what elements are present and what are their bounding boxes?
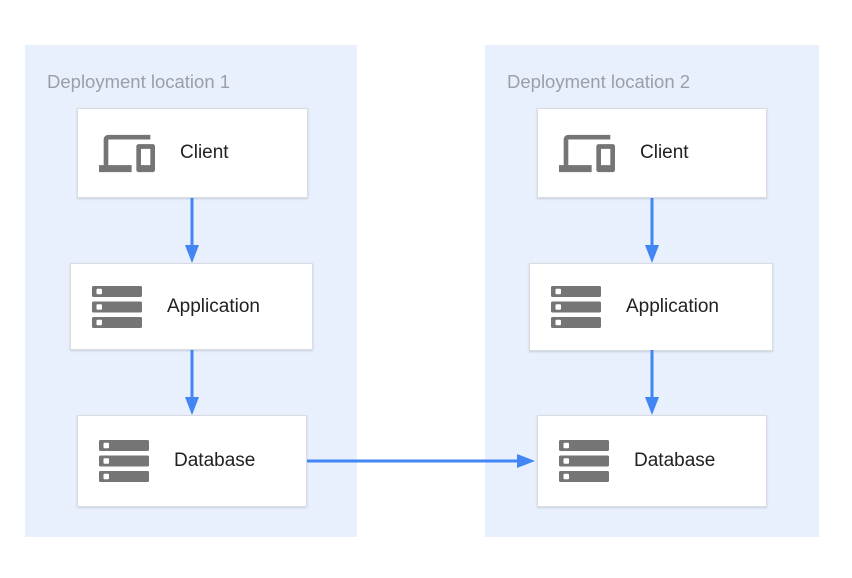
arrow-database1-to-database2 bbox=[307, 454, 535, 468]
node-label: Database bbox=[634, 450, 716, 471]
node-client-1: Client bbox=[77, 108, 308, 198]
node-database-2: Database bbox=[537, 415, 767, 507]
server-icon bbox=[559, 440, 609, 482]
panel-title: Deployment location 1 bbox=[47, 71, 231, 92]
node-application-2: Application bbox=[529, 263, 773, 351]
server-icon bbox=[551, 286, 601, 328]
arrow-client1-to-application1 bbox=[185, 198, 199, 263]
arrow-application2-to-database2 bbox=[645, 350, 659, 415]
node-application-1: Application bbox=[70, 263, 313, 350]
node-database-1: Database bbox=[77, 415, 307, 507]
node-label: Application bbox=[167, 295, 260, 317]
server-icon bbox=[99, 440, 149, 482]
node-label: Client bbox=[640, 142, 689, 163]
node-label: Application bbox=[626, 296, 719, 317]
server-icon bbox=[92, 285, 142, 328]
devices-icon bbox=[99, 131, 155, 176]
node-label: Database bbox=[174, 450, 256, 471]
node-client-2: Client bbox=[537, 108, 767, 198]
panel-title: Deployment location 2 bbox=[507, 71, 691, 92]
devices-icon bbox=[559, 131, 615, 176]
node-label: Client bbox=[180, 142, 229, 163]
arrow-client2-to-application2 bbox=[645, 198, 659, 263]
arrow-application1-to-database1 bbox=[185, 350, 199, 415]
